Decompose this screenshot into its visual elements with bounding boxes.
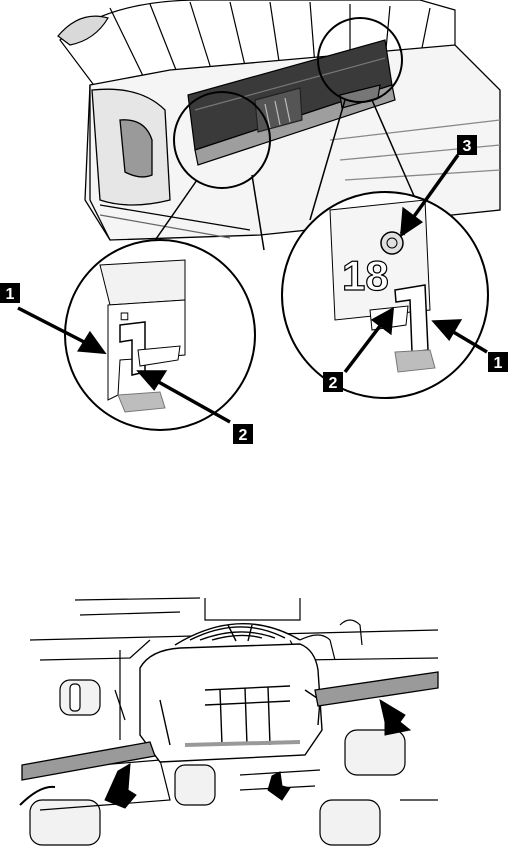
printer-top-figure: ☐ 18 [0, 0, 508, 444]
adjust-knob [381, 232, 403, 254]
callout-right-3: 3 [457, 135, 477, 155]
callout-right-2: 2 [323, 372, 343, 392]
detail-circle-right: 18 [282, 192, 488, 398]
carriage-bottom-figure [20, 592, 438, 852]
detail-panel-number: 18 [342, 252, 389, 299]
detail-circle-left: ☐ [65, 240, 255, 430]
svg-text:1: 1 [6, 286, 15, 303]
callout-left-2: 2 [233, 424, 253, 444]
svg-text:☐: ☐ [120, 312, 129, 323]
svg-text:3: 3 [463, 138, 472, 155]
callout-left-1: 1 [0, 283, 20, 303]
svg-text:2: 2 [239, 427, 248, 444]
svg-text:1: 1 [494, 355, 503, 372]
callout-right-1: 1 [488, 352, 508, 372]
svg-text:2: 2 [329, 375, 338, 392]
